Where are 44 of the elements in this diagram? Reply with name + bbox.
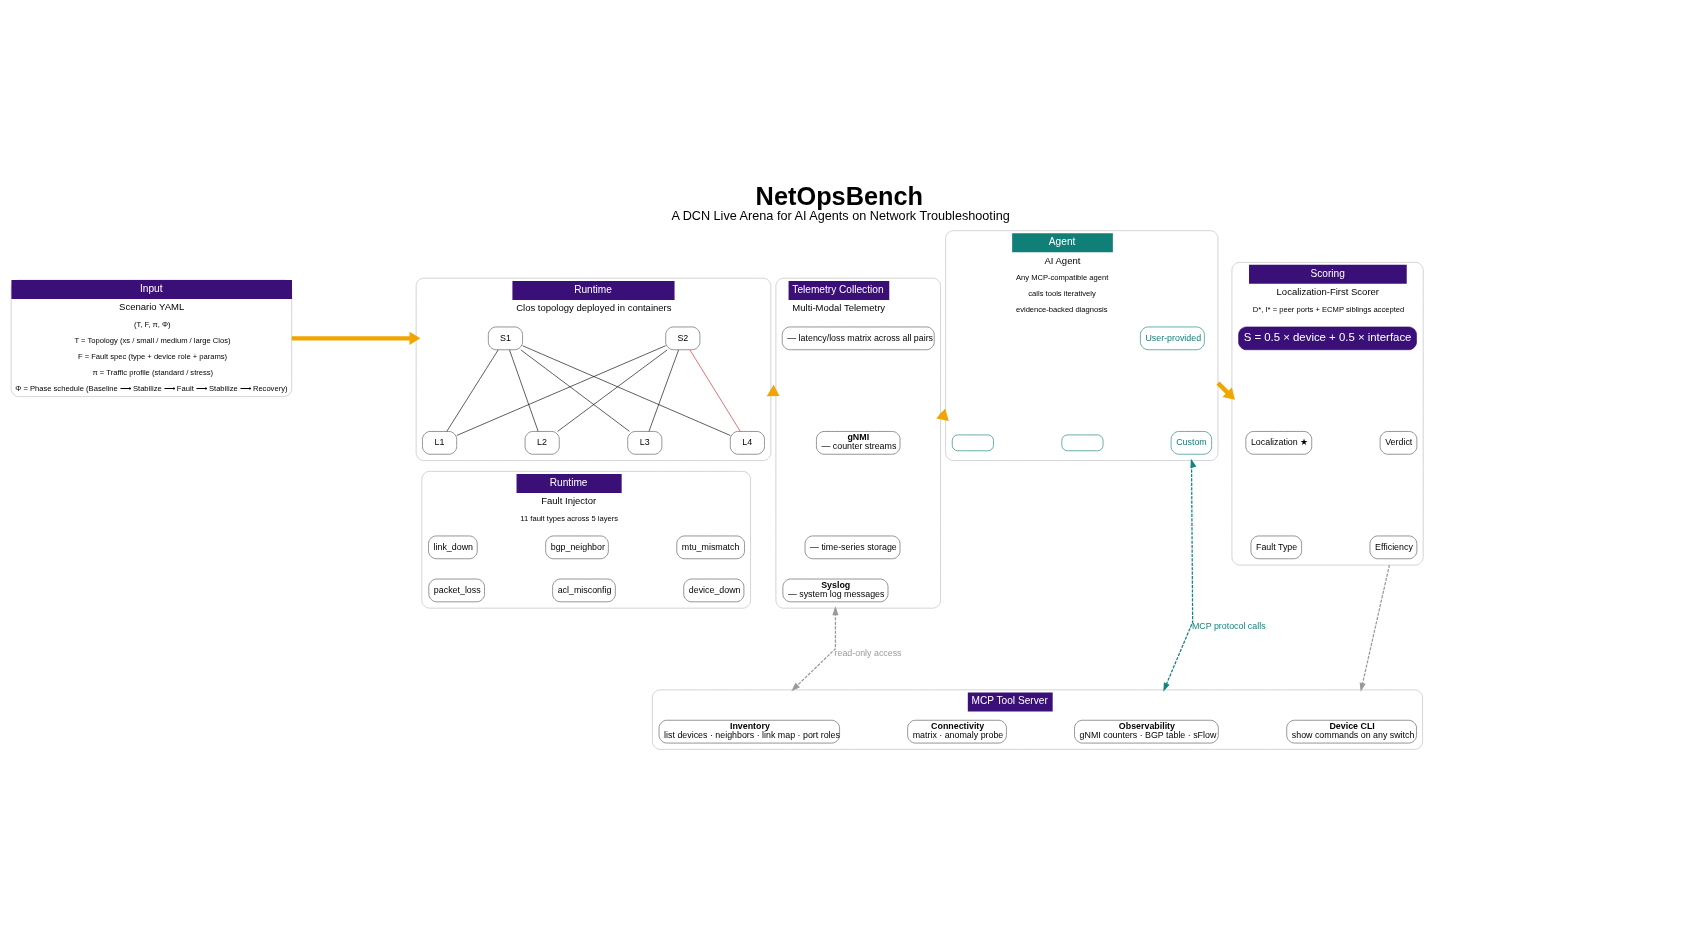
node-box: User-provided [1140, 326, 1205, 350]
node-box: S2 [665, 326, 701, 350]
node-box: — latency/loss matrix across all pairs [781, 326, 935, 350]
edge-label: read-only access [834, 647, 902, 658]
arrow [791, 605, 839, 691]
arrow [1359, 563, 1391, 692]
node-box: link_down [428, 535, 478, 559]
connector [522, 344, 731, 436]
arrow [1163, 458, 1197, 692]
connector [520, 349, 630, 432]
edge-label: MCP protocol calls [1191, 620, 1266, 631]
node-box [951, 434, 994, 451]
node-box: L1 [422, 430, 457, 455]
node-box: gNMI — counter streams [816, 430, 901, 455]
node-box: Inventory list devices · neighbors · link map · port roles [658, 719, 840, 743]
node-box: L4 [729, 430, 765, 455]
diagram-title: NetOpsBench [755, 181, 924, 210]
node-box: Custom [1170, 430, 1212, 455]
arrow [291, 331, 421, 345]
node-box: mtu_mismatch [676, 535, 745, 559]
node-box: Efficiency [1369, 535, 1418, 559]
connector [509, 349, 539, 432]
node-box: bgp_neighbor [545, 535, 609, 559]
node-box: Localization ★ [1245, 430, 1313, 455]
node-box: Observability gNMI counters · BGP table · sFlow [1074, 719, 1219, 743]
connector [557, 349, 668, 432]
node-box: Fault Type [1250, 535, 1302, 559]
node-box: packet_loss [428, 578, 485, 602]
node-box: S1 [488, 326, 523, 350]
node-box: device_down [683, 578, 745, 602]
node-box: Verdict [1379, 430, 1418, 455]
node-box: L2 [524, 430, 560, 455]
connector [689, 349, 741, 432]
node-box: S = 0.5 × device + 0.5 × interface [1238, 326, 1417, 350]
node-box: acl_misconfig [552, 578, 616, 602]
node-box: Connectivity matrix · anomaly probe [907, 719, 1007, 743]
node-box: L3 [627, 430, 663, 455]
node-box: Device CLI show commands on any switch [1286, 719, 1417, 743]
arrow [1216, 381, 1235, 400]
connector [648, 349, 679, 432]
node-box [1061, 434, 1104, 451]
connector [456, 344, 666, 436]
node-box: — time-series storage [804, 535, 901, 559]
node-box: Syslog — system log messages [782, 578, 889, 602]
